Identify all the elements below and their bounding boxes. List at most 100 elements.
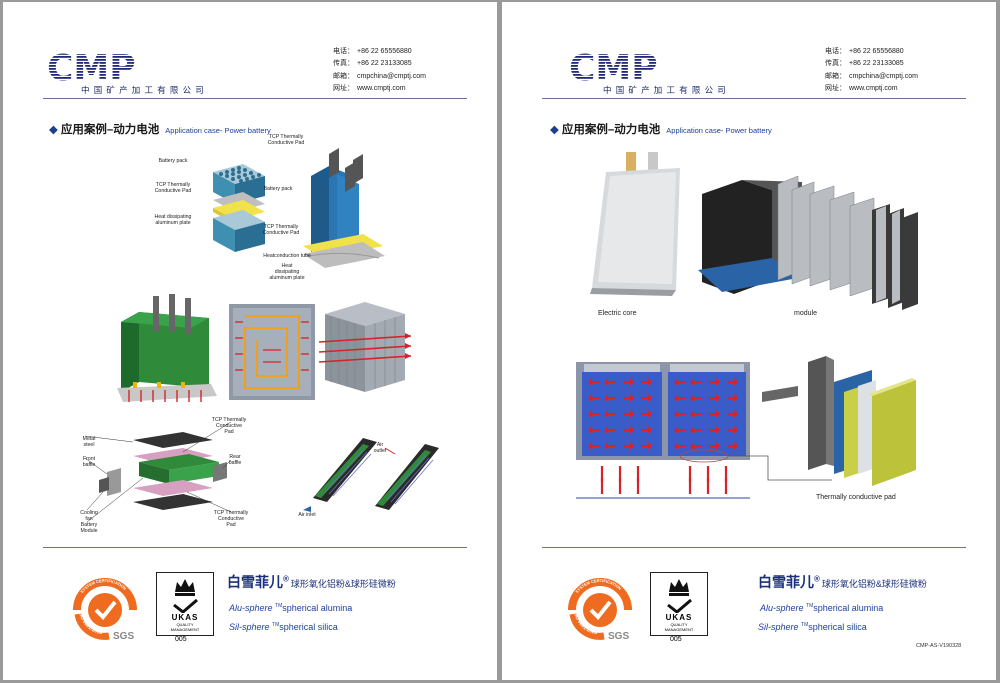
exploded-pad-render <box>808 356 916 486</box>
web-value[interactable]: www.cmptj.com <box>849 84 898 92</box>
checkmark-icon <box>667 599 692 613</box>
ukas-mark: UKAS QUALITY MANAGEMENT <box>650 572 708 636</box>
heat-arrow <box>641 394 652 402</box>
section-title-cn: 应用案例–动力电池 <box>60 124 160 136</box>
label-tcp-pad-top: TCP Thermally Conductive Pad <box>267 134 305 147</box>
ukas-mark: UKAS QUALITY MANAGEMENT <box>156 572 214 636</box>
crown-icon <box>175 579 195 596</box>
label-air-outlet: Air outlet <box>373 442 387 455</box>
cooling-plate-top-view <box>576 362 750 460</box>
footer-alu: Alu-sphere TMspherical alumina <box>229 603 353 613</box>
heat-arrow-grid <box>588 378 738 450</box>
heat-arrow <box>690 394 701 402</box>
web-value[interactable]: www.cmptj.com <box>357 84 406 92</box>
ukas-text: UKAS <box>665 613 693 622</box>
cmp-logo: CMP 中国矿产加工有限公司 <box>569 50 749 96</box>
heat-arrow <box>727 426 738 434</box>
web-label: 网址： <box>333 84 354 92</box>
logo-text: CMP <box>569 50 658 84</box>
heat-arrow <box>674 426 685 434</box>
ukas-number: 005 <box>175 636 187 643</box>
heat-arrow <box>709 378 720 386</box>
label-battery-module: Battery Module <box>80 522 98 535</box>
ukas-management: MANAGEMENT <box>664 627 694 632</box>
ukas-text: UKAS <box>171 613 199 622</box>
label-front-baffle: Front baffle <box>82 456 96 469</box>
email-label: 邮箱： <box>825 72 846 80</box>
diamond-icon: ◆ <box>550 124 559 136</box>
checkmark-icon <box>173 599 198 613</box>
label-module: module <box>794 310 817 317</box>
heat-arrow <box>709 410 720 418</box>
cmp-logo-mark: CMP <box>47 50 136 84</box>
header-divider <box>43 98 467 99</box>
label-battery-pack-2: Battery pack <box>263 186 293 192</box>
logo-text: CMP <box>47 50 136 84</box>
email-label: 邮箱： <box>333 72 354 80</box>
label-heat-plate-2: Heat dissipating aluminum plate <box>269 263 305 282</box>
heat-arrow <box>709 426 720 434</box>
label-tcp-pad-1: TCP Thermally Conductive Pad <box>154 182 192 195</box>
heat-arrow <box>690 442 701 450</box>
heat-arrow <box>623 426 634 434</box>
air-cooled-modules <box>303 438 439 512</box>
exploded-module-diagram <box>84 421 439 523</box>
ukas-quality: QUALITY <box>176 622 194 627</box>
battery-module-exploded <box>698 175 918 310</box>
heat-arrow <box>623 378 634 386</box>
heat-pipe-plate-render <box>229 304 315 400</box>
heat-arrow <box>604 394 615 402</box>
heat-arrow <box>709 394 720 402</box>
heat-arrow <box>588 426 599 434</box>
label-electric-core: Electric core <box>598 310 637 317</box>
heat-arrow <box>727 410 738 418</box>
heat-arrow <box>674 442 685 450</box>
label-tcp-pad-a: TCP Thermally Conductive Pad <box>211 417 247 436</box>
ukas-management: MANAGEMENT <box>170 627 200 632</box>
sgs-iso-seal-icon: SYSTEM CERTIFICATION ISO 9001:2008 SGS <box>73 578 137 640</box>
heat-arrow <box>604 426 615 434</box>
email-value[interactable]: cmpchina@cmptj.com <box>357 72 426 80</box>
left-page: CMP 中国矿产加工有限公司 电话：+86 22 65556880 传真：+86… <box>3 2 497 680</box>
phone-value: +86 22 65556880 <box>357 48 412 55</box>
heat-arrow <box>709 442 720 450</box>
heat-arrow <box>674 410 685 418</box>
ukas-number: 005 <box>670 636 682 643</box>
ukas-quality: QUALITY <box>670 622 688 627</box>
exploded-module <box>84 421 232 523</box>
label-heat-plate-1: Heat dissipating aluminum plate <box>154 214 192 227</box>
right-page: CMP 中国矿产加工有限公司 电话：+86 22 65556880 传真：+86… <box>502 2 996 680</box>
battery-pack-diagram <box>213 148 385 268</box>
crown-icon <box>669 579 689 596</box>
thermal-pad-diagram <box>576 356 916 499</box>
pouch-cell-render <box>590 152 680 296</box>
header-divider <box>542 98 966 99</box>
footer-divider <box>43 547 467 548</box>
heat-arrow <box>604 442 615 450</box>
heat-arrow <box>690 378 701 386</box>
label-cooling-fan: Cooling fan <box>80 510 98 523</box>
inlet-arrows <box>576 449 832 499</box>
label-tcp-pad-b: TCP Thermally Conductive Pad <box>213 510 249 529</box>
phone-label: 电话： <box>825 48 846 55</box>
heat-arrow <box>641 442 652 450</box>
heat-arrow <box>588 410 599 418</box>
heat-arrow <box>604 410 615 418</box>
label-heat-tube: Heatconduction tube <box>263 253 311 259</box>
fax-label: 传真： <box>825 60 846 68</box>
heat-arrow <box>623 394 634 402</box>
email-value[interactable]: cmpchina@cmptj.com <box>849 72 918 80</box>
label-tcp-pad-mid: TCP Thermally Conductive Pad <box>262 224 300 237</box>
contact-block: 电话：+86 22 65556880 传真：+86 22 23133085 邮箱… <box>825 46 918 95</box>
cmp-logo-mark: CMP <box>569 50 658 84</box>
diamond-icon: ◆ <box>49 124 58 136</box>
footer-divider <box>542 547 966 548</box>
cell-and-module-render <box>590 152 918 310</box>
heat-arrow <box>727 378 738 386</box>
cmp-logo: CMP 中国矿产加工有限公司 <box>47 50 227 96</box>
svg-text:SGS: SGS <box>113 631 134 640</box>
thermal-flow-illustrations <box>117 294 412 402</box>
logo-subtitle: 中国矿产加工有限公司 <box>81 86 209 96</box>
